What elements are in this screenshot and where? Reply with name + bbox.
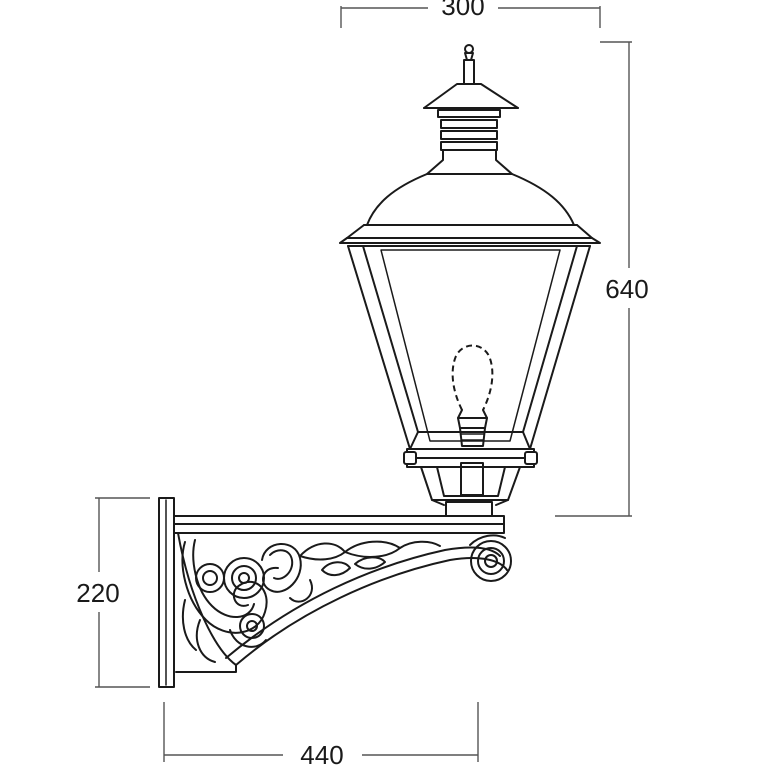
scroll-left-eye [195,563,225,593]
cap-roof [423,83,519,109]
glass-panel [380,249,561,442]
dome-brim [339,224,601,244]
scroll-center-inner [238,572,250,584]
lantern-cap [423,44,519,175]
cap-ring-4 [440,141,498,151]
lower-cage [420,466,521,501]
bracket-sweep-outer [235,557,508,666]
dimension-label-440: 440 [300,740,343,770]
end-scroll-inner [484,554,498,568]
leaf-4 [354,556,386,570]
dimension-label-220: 220 [76,578,119,608]
base-knob-left [403,451,417,465]
cap-ring-2 [440,119,498,129]
finial-stem [463,59,475,85]
end-scroll-outer [470,540,512,582]
mount-post [445,501,493,517]
lamp-socket-base [460,462,484,496]
dimension-440: 440 [163,702,479,770]
arm-top-bar [173,515,505,525]
dimension-640: 640 [555,41,649,517]
cap-ring-3 [440,130,498,140]
scroll-left-large [181,541,268,634]
bracket-arm [173,515,512,673]
base-ring-1 [406,448,535,459]
cap-collar [426,149,513,175]
bulb-neck [457,417,488,429]
bulb-base [459,427,486,447]
light-bulb [451,344,494,447]
scroll-center-outer [223,557,265,599]
end-scroll-mid [477,547,505,575]
leaf-2 [344,540,401,558]
wall-plate [158,497,175,688]
scroll-lower [239,613,265,639]
dimension-300: 300 [340,0,601,28]
leaf-1 [299,542,346,561]
dome [366,173,575,226]
lantern-body [347,245,591,517]
frame-inner [362,245,578,433]
bracket-sweep-inner [225,546,501,659]
bulb-glass [451,344,494,411]
finial-ball [464,44,474,54]
scroll-center-mid [231,565,257,591]
arm-bottom-bar [173,523,505,534]
leaf-3 [321,561,351,576]
dimension-label-300: 300 [441,0,484,21]
cap-ring-1 [437,109,501,118]
base-knob-right [524,451,538,465]
dimension-label-640: 640 [605,274,648,304]
scroll-heart [261,543,302,593]
lantern-dome [339,173,601,244]
finial-neck [464,52,474,61]
bracket-ornament [181,539,441,663]
dimension-220: 220 [76,497,150,688]
